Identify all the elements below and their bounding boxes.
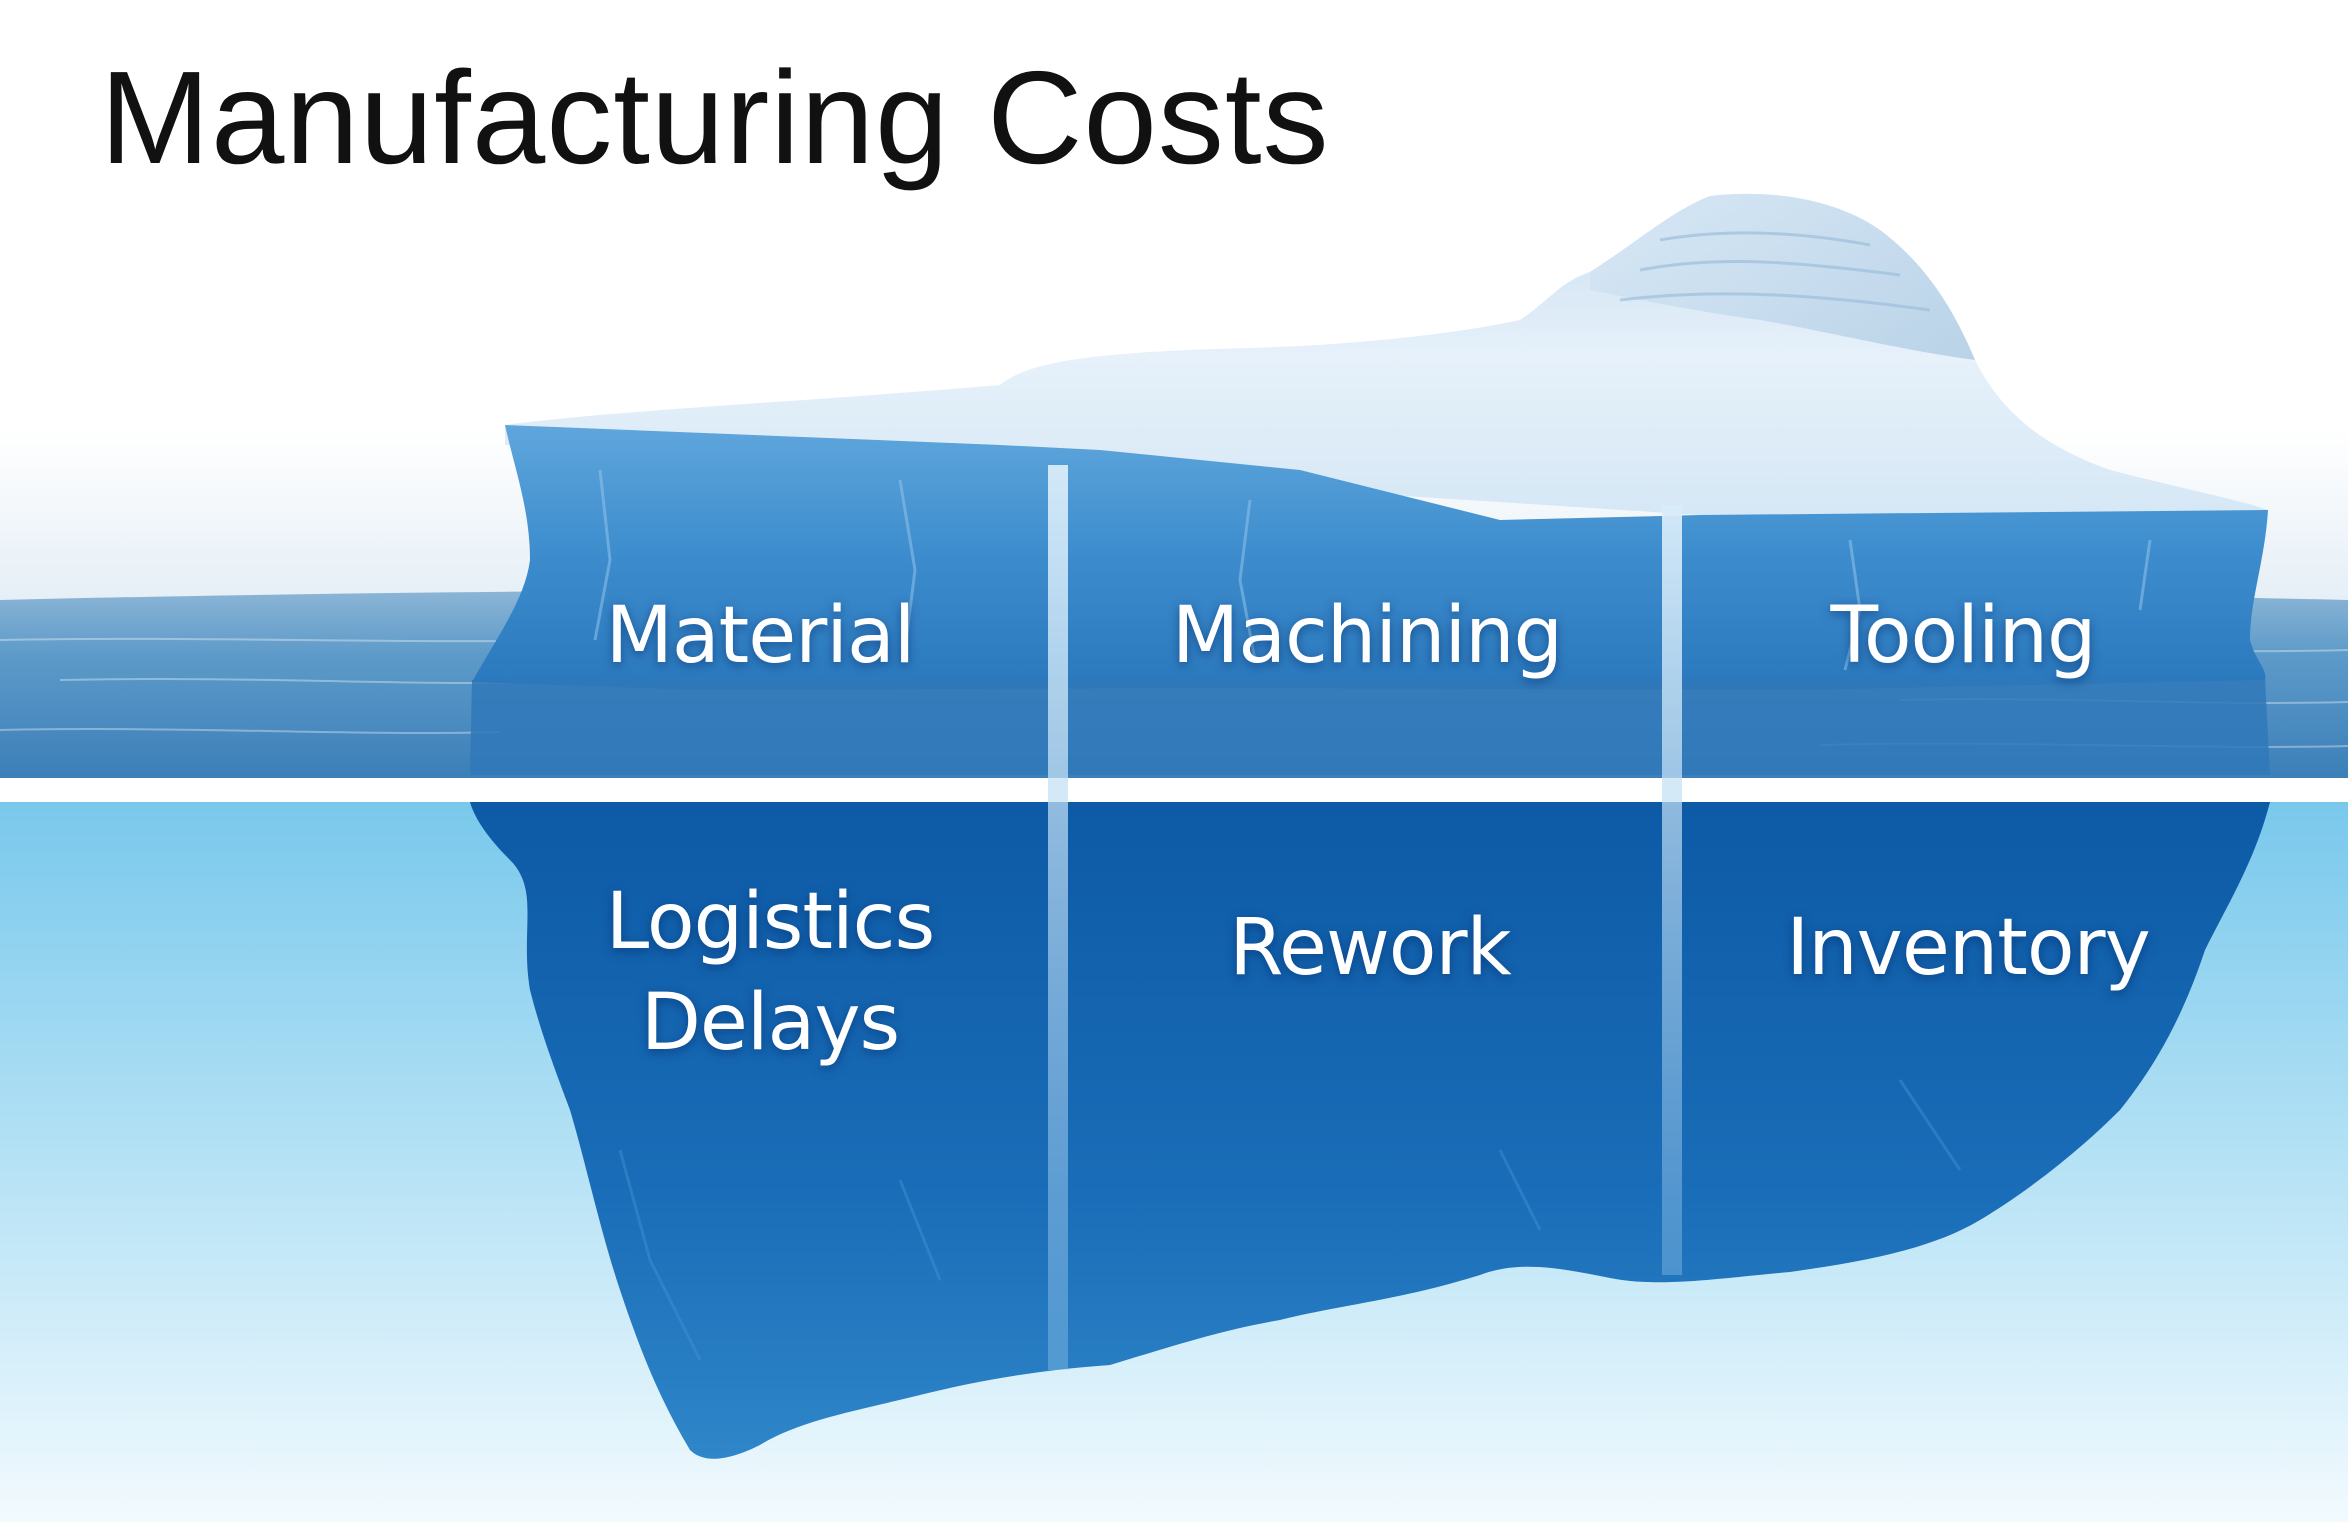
cost-label-material: Material [605,591,916,681]
iceberg-underwater [470,802,2270,1459]
cost-label-logistics-delays: Logistics Delays [605,877,935,1069]
column-divider-1 [1048,465,1068,1370]
cost-label-tooling: Tooling [1830,591,2096,681]
iceberg-face-cracks [593,469,2152,671]
column-divider-2 [1662,505,1682,1275]
page-title: Manufacturing Costs [100,44,1330,191]
iceberg-waterline [470,678,2270,775]
cost-label-inventory: Inventory [1786,903,2151,993]
underwater-texture [618,1079,1962,1361]
waterline-divider [0,778,2348,802]
iceberg-face-above [472,425,2268,690]
cost-label-machining: Machining [1171,591,1563,681]
peak-strata [1619,231,1931,312]
cost-label-rework: Rework [1229,903,1511,993]
